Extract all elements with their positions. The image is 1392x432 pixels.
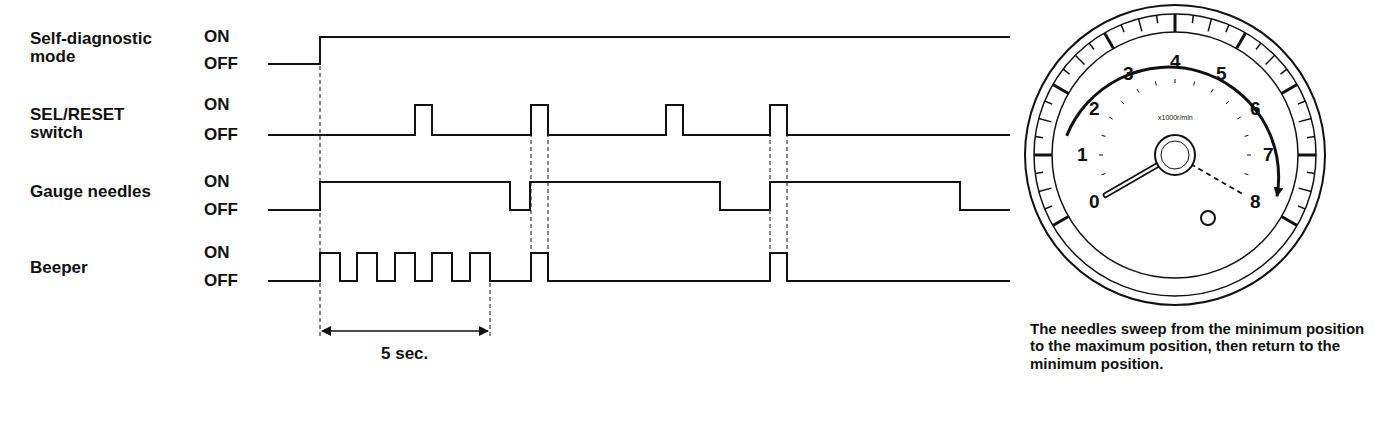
tick-mark [1039, 188, 1052, 191]
scale-number: 8 [1250, 192, 1261, 212]
tick-mark [1307, 172, 1315, 173]
tick-mark [1035, 137, 1043, 138]
tick-mark [1174, 14, 1177, 32]
gauge-bezel [1025, 5, 1325, 305]
dimension-label: 5 sec. [381, 345, 428, 363]
switch-signal [268, 105, 1010, 135]
inner-tick [1109, 117, 1112, 119]
scale-number: 6 [1250, 99, 1261, 119]
inner-tick [1121, 101, 1124, 104]
signal-name: Gauge needles [30, 183, 151, 201]
dashed-guide [548, 105, 549, 281]
tick-mark [1307, 137, 1315, 138]
tick-mark [1282, 217, 1298, 226]
dashed-guide [320, 66, 321, 338]
needle-hub-inner [1161, 141, 1189, 169]
scale-number: 5 [1216, 64, 1227, 84]
dashed-guide [531, 105, 532, 281]
tick-mark [1208, 19, 1211, 32]
inner-tick [1175, 79, 1176, 83]
tick-mark [1139, 19, 1142, 32]
unit-label: x1000r/min [1158, 114, 1193, 121]
tick-mark [1089, 43, 1094, 49]
caption-note: The needles sweep from the minimum posit… [1030, 320, 1375, 372]
inner-tick [1194, 82, 1195, 86]
tick-mark [1298, 101, 1305, 104]
tick-mark [1035, 172, 1043, 173]
signal-name: Beeper [30, 259, 88, 277]
inner-tick [1099, 155, 1103, 156]
signal-name: Self-diagnostic mode [30, 30, 170, 66]
tick-mark [1299, 188, 1312, 191]
tick-mark [1157, 15, 1158, 23]
tick-mark [1063, 69, 1069, 74]
needle-signal [268, 182, 1010, 210]
scale-number: 7 [1263, 145, 1274, 165]
inner-tick [1102, 174, 1106, 175]
tick-mark [1282, 85, 1298, 94]
tick-mark [1298, 206, 1305, 209]
scale-number: 4 [1170, 52, 1181, 72]
tick-mark [1075, 55, 1084, 64]
tick-mark [1266, 55, 1275, 64]
level-label: ON [204, 244, 230, 262]
tick-mark [1045, 206, 1052, 209]
inner-tick [1226, 101, 1229, 104]
mode-signal [268, 37, 1010, 64]
gauge-ring [1034, 14, 1316, 296]
level-label: OFF [204, 126, 238, 144]
level-label: OFF [204, 272, 238, 290]
level-label: ON [204, 28, 230, 46]
level-label: OFF [204, 55, 238, 73]
scale-number: 1 [1077, 145, 1088, 165]
dashed-guide [490, 283, 491, 338]
scale-number: 3 [1123, 64, 1134, 84]
indicator-lamp [1201, 211, 1215, 225]
tachometer-illustration [1025, 5, 1325, 305]
level-label: ON [204, 96, 230, 114]
tick-mark [1121, 25, 1124, 32]
tick-mark [1281, 69, 1287, 74]
tick-mark [1298, 154, 1316, 157]
dashed-guide [770, 105, 771, 281]
scale-number: 2 [1089, 99, 1100, 119]
tick-mark [1256, 43, 1261, 49]
scale-number: 0 [1089, 192, 1100, 212]
dimension-arrow [322, 330, 488, 332]
tick-mark [1226, 25, 1229, 32]
inner-tick [1245, 135, 1249, 136]
beeper-signal [268, 253, 1010, 281]
tick-mark [1237, 33, 1246, 49]
inner-tick [1211, 89, 1213, 92]
tick-mark [1053, 85, 1069, 94]
inner-tick [1137, 89, 1139, 92]
dashed-guide [787, 105, 788, 281]
inner-tick [1155, 82, 1156, 86]
tick-mark [1299, 119, 1312, 122]
tick-mark [1105, 33, 1114, 49]
gauge-face [1052, 32, 1298, 278]
tick-mark [1053, 217, 1069, 226]
level-label: OFF [204, 201, 238, 219]
tick-mark [1045, 101, 1052, 104]
inner-tick [1247, 155, 1251, 156]
signal-name: SEL/RESET switch [30, 106, 150, 142]
level-label: ON [204, 173, 230, 191]
tick-mark [1039, 119, 1052, 122]
tick-mark [1192, 15, 1193, 23]
needle-hub [1155, 135, 1195, 175]
inner-tick [1237, 117, 1240, 119]
sweep-arrow [1067, 67, 1279, 196]
tick-mark [1034, 154, 1052, 157]
inner-tick [1245, 174, 1249, 175]
inner-tick [1102, 135, 1106, 136]
